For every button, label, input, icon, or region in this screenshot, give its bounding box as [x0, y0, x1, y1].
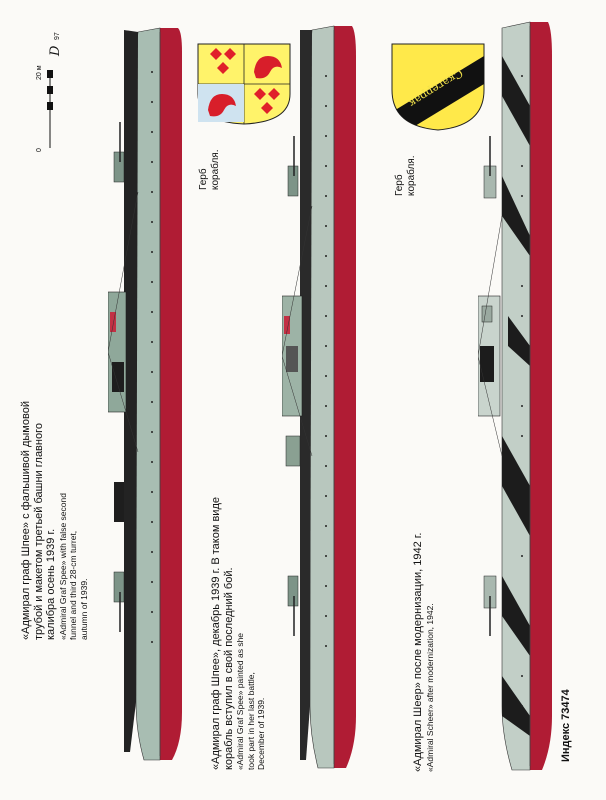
ship-1-red-hull: [160, 28, 182, 760]
ship-2-caption-en-2: took part in her last battle,: [245, 672, 256, 770]
ship-1-side: [135, 27, 161, 761]
artist-year: 97: [54, 32, 61, 40]
ship-2-dark-band: [300, 30, 312, 760]
ship-3-profile: [478, 21, 552, 771]
ship-2-red-hull: [334, 26, 356, 768]
ship-2-caption-ru-2: корабль вступил в свой последний бой.: [222, 567, 235, 770]
ship-1-caption-ru-2: трубой и макетом третьей башни главного: [32, 423, 45, 640]
coat-of-arms-admiral-scheer: Скагеррак: [391, 43, 485, 131]
artist-signature: D: [48, 45, 63, 56]
ship-1-caption-en-2: funnel and third 28-cm turret,: [68, 530, 78, 640]
scale-zero-label: 0: [36, 148, 43, 152]
scale-twenty-label: 20 м: [36, 65, 43, 80]
ship-3-caption: «Адмирал Шеер» после модернизации, 1942 …: [412, 533, 435, 773]
ship-2-caption: «Адмирал граф Шпее», декабрь 1939 г. В т…: [210, 497, 267, 770]
ship-1-caption-ru-3: калибра осень 1939 г.: [45, 528, 57, 640]
ship-3-caption-ru-1: «Адмирал Шеер» после модернизации, 1942 …: [412, 532, 424, 773]
ship-1-caption-ru-1: «Адмирал граф Шпее» с фальшивой дымовой: [20, 401, 32, 640]
coat-1-label-line-2: корабля.: [209, 149, 221, 190]
scale-bar: [47, 70, 53, 148]
ship-3-caption-en-1: «Admiral Scheer» after modernization, 19…: [424, 603, 435, 772]
ship-1-caption-en-1: «Admiral Graf Spee» with false second: [57, 493, 68, 640]
coat-1-label: Герб корабля.: [198, 150, 221, 190]
coat-of-arms-graf-spee: [197, 43, 291, 125]
ship-2-caption-en-1: «Admiral Graf Spee» painted as she: [235, 632, 245, 770]
coat-2-label-line-2: корабля.: [405, 155, 417, 196]
coat-2-label: Герб корабля.: [394, 156, 417, 196]
ship-1-caption: «Адмирал граф Шпее» с фальшивой дымовой …: [20, 401, 89, 640]
ship-3-red-hull: [530, 22, 552, 770]
index-number: Индекс 73474: [560, 689, 572, 762]
ship-2-profile: [282, 25, 356, 769]
ship-2-caption-en-3: December of 1939.: [256, 697, 266, 770]
coat-1-label-line-1: Герб: [198, 168, 209, 190]
ship-1-profile: [108, 27, 182, 761]
coat-2-label-line-1: Герб: [394, 174, 405, 196]
ship-2-side: [309, 25, 335, 769]
ship-1-caption-en-3: autumn of 1939.: [78, 578, 89, 640]
ship-2-caption-ru-1: «Адмирал граф Шпее», декабрь 1939 г. В т…: [210, 497, 222, 770]
